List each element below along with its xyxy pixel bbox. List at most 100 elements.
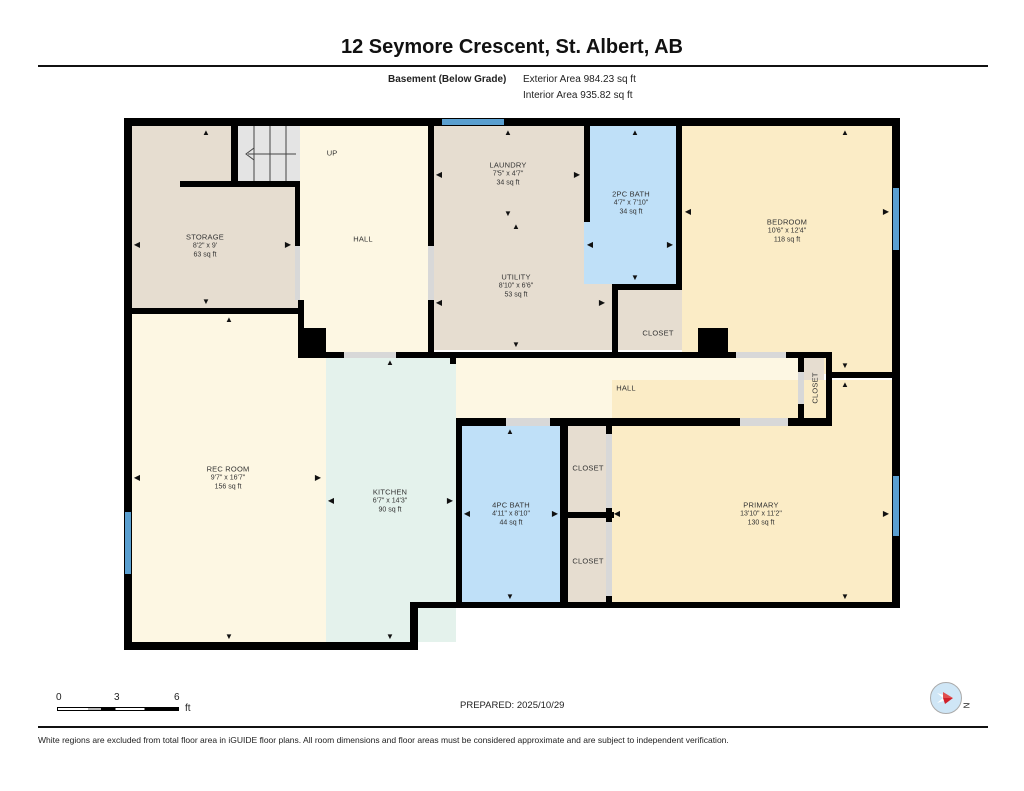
wall <box>295 184 300 246</box>
label-closet-1: CLOSET <box>642 328 674 338</box>
wall <box>180 181 300 187</box>
dimension-arrow-icon: ▼ <box>512 340 520 349</box>
wall <box>612 284 618 352</box>
wall <box>786 352 832 358</box>
wall <box>832 372 894 378</box>
room-primary <box>612 380 892 602</box>
wall <box>410 602 900 608</box>
dimension-arrow-icon: ▶ <box>551 509 559 518</box>
dimension-arrow-icon: ◀ <box>133 240 141 249</box>
window <box>893 188 899 250</box>
wall <box>798 358 804 372</box>
scale-unit: ft <box>185 703 191 714</box>
label-hall-upper: HALL <box>353 234 373 244</box>
wall <box>124 642 418 650</box>
scale-tick-3: 3 <box>114 692 120 703</box>
wall <box>892 118 900 608</box>
wall <box>298 352 344 358</box>
wall <box>568 512 614 518</box>
dimension-arrow-icon: ◀ <box>613 509 621 518</box>
door-bedroom <box>736 352 786 358</box>
label-closet-2: CLOSET <box>572 463 604 473</box>
door-primary <box>740 418 788 426</box>
door-4pc-bath <box>506 418 550 426</box>
wall <box>606 596 612 604</box>
wall <box>450 358 456 364</box>
room-rec-room <box>132 314 326 642</box>
room-closet-3 <box>568 518 610 602</box>
dimension-arrow-icon: ▶ <box>666 240 674 249</box>
page-title: 12 Seymore Crescent, St. Albert, AB <box>341 36 683 58</box>
dimension-arrow-icon: ▲ <box>631 128 639 137</box>
dimension-arrow-icon: ▼ <box>202 297 210 306</box>
wall <box>560 418 568 608</box>
dimension-arrow-icon: ◀ <box>327 496 335 505</box>
stairs-up-label: UP <box>326 148 338 158</box>
dimension-arrow-icon: ▲ <box>841 380 849 389</box>
wall <box>584 126 590 222</box>
dimension-arrow-icon: ▲ <box>504 128 512 137</box>
wall <box>676 126 682 290</box>
door-storage <box>295 246 300 300</box>
stair-treads <box>245 126 296 181</box>
dimension-arrow-icon: ▶ <box>882 509 890 518</box>
title-rule <box>38 65 988 67</box>
dimension-arrow-icon: ◀ <box>133 473 141 482</box>
compass-north-label: N <box>961 702 971 709</box>
room-4pc-bath <box>462 426 560 602</box>
wall <box>428 300 434 352</box>
room-2pc-bath <box>584 126 676 284</box>
dimension-arrow-icon: ▲ <box>386 358 394 367</box>
dimension-arrow-icon: ▼ <box>504 209 512 218</box>
dimension-arrow-icon: ▶ <box>314 473 322 482</box>
dimension-arrow-icon: ▶ <box>284 240 292 249</box>
scale-tick-6: 6 <box>174 692 180 703</box>
wall <box>396 352 736 358</box>
dimension-arrow-icon: ▶ <box>598 298 606 307</box>
wall <box>606 508 612 522</box>
window <box>442 119 504 125</box>
dimension-arrow-icon: ▲ <box>225 315 233 324</box>
dimension-arrow-icon: ▼ <box>506 592 514 601</box>
room-kitchen <box>326 358 456 642</box>
scale-tick-0: 0 <box>56 692 62 703</box>
window <box>893 476 899 536</box>
exterior-area: Exterior Area 984.23 sq ft <box>523 74 636 85</box>
dimension-arrow-icon: ▲ <box>841 128 849 137</box>
disclaimer: White regions are excluded from total fl… <box>38 735 729 745</box>
dimension-arrow-icon: ◀ <box>463 509 471 518</box>
wall <box>798 404 804 424</box>
label-hall-lower: HALL <box>616 383 636 393</box>
wall <box>456 418 506 426</box>
level-label: Basement (Below Grade) <box>388 74 507 85</box>
compass-icon <box>930 682 962 714</box>
wall <box>826 352 832 424</box>
dimension-arrow-icon: ◀ <box>684 207 692 216</box>
room-storage-notch <box>180 126 230 184</box>
wall <box>550 418 740 426</box>
dimension-arrow-icon: ▶ <box>882 207 890 216</box>
door-closet-2 <box>606 434 612 508</box>
wall <box>231 126 238 184</box>
wall <box>410 602 418 650</box>
wall <box>124 118 900 126</box>
prepared-date: PREPARED: 2025/10/29 <box>460 700 565 711</box>
dimension-arrow-icon: ▼ <box>841 361 849 370</box>
scale-bar <box>57 707 179 711</box>
dimension-arrow-icon: ▼ <box>386 632 394 641</box>
dimension-arrow-icon: ◀ <box>435 170 443 179</box>
window <box>125 512 131 574</box>
dimension-arrow-icon: ▶ <box>446 496 454 505</box>
dimension-arrow-icon: ▲ <box>506 427 514 436</box>
dimension-arrow-icon: ▲ <box>202 128 210 137</box>
wall <box>698 328 728 358</box>
